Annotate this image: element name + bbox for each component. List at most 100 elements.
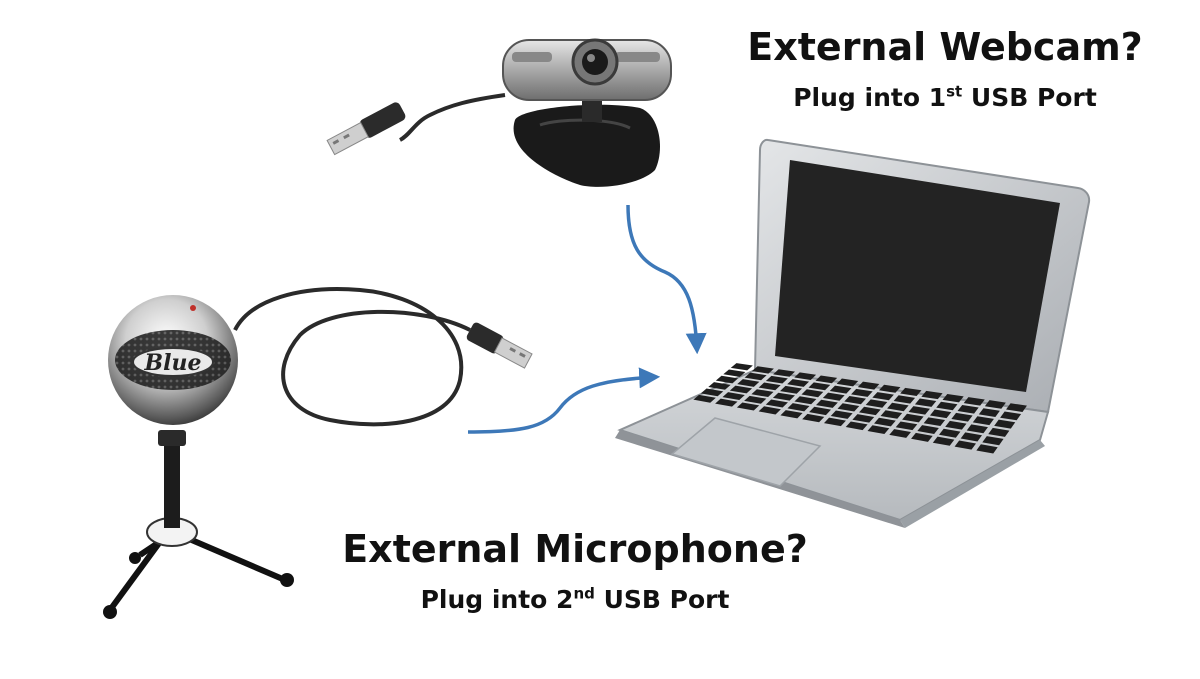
keyboard-key bbox=[744, 372, 767, 381]
keyboard-key bbox=[693, 394, 716, 403]
keyboard-key bbox=[758, 382, 781, 391]
keyboard-key bbox=[787, 379, 810, 387]
keyboard-key bbox=[700, 388, 724, 397]
keyboard-key bbox=[908, 406, 930, 415]
keyboard-key bbox=[823, 417, 846, 427]
keyboard-key bbox=[729, 385, 753, 394]
mic-instruction-prefix: Plug into 2 bbox=[420, 585, 574, 614]
keyboard-key bbox=[895, 421, 918, 431]
keyboard bbox=[693, 363, 1027, 454]
keyboard-key bbox=[1006, 403, 1027, 412]
keyboard-key bbox=[963, 397, 985, 406]
keyboard-key bbox=[932, 436, 955, 446]
keyboard-key bbox=[808, 382, 831, 391]
keyboard-key bbox=[921, 390, 943, 400]
keyboard-key bbox=[936, 401, 958, 411]
keyboard-key bbox=[751, 389, 774, 398]
keyboard-key bbox=[914, 398, 937, 407]
keyboard-key bbox=[801, 389, 824, 398]
keyboard-key bbox=[794, 372, 817, 381]
keyboard-key bbox=[802, 413, 825, 423]
keyboard-key bbox=[865, 399, 888, 408]
webcam-icon bbox=[326, 38, 672, 187]
keyboard-key bbox=[723, 369, 746, 377]
keyboard-key bbox=[852, 414, 875, 423]
webcam-label: External Webcam? Plug into 1st USB Port bbox=[740, 22, 1150, 118]
keyboard-key bbox=[889, 429, 911, 438]
webcam-instruction-prefix: Plug into 1 bbox=[793, 83, 947, 112]
keyboard-key bbox=[780, 385, 803, 394]
laptop-icon bbox=[615, 138, 1091, 528]
webcam-instruction-ordinal: st bbox=[946, 82, 963, 101]
arrow-icon bbox=[467, 367, 661, 434]
keyboard-key bbox=[867, 425, 890, 435]
keyboard-key bbox=[917, 425, 939, 434]
mic-label: External Microphone? Plug into 2nd USB P… bbox=[330, 524, 820, 620]
keyboard-key bbox=[815, 375, 838, 384]
keyboard-key bbox=[751, 366, 774, 374]
keyboard-key bbox=[857, 381, 880, 390]
keyboard-key bbox=[780, 410, 803, 419]
keyboard-key bbox=[765, 375, 788, 384]
keyboard-key bbox=[830, 410, 853, 419]
keyboard-key bbox=[951, 412, 973, 422]
keyboard-key bbox=[976, 444, 998, 454]
arrow-icon bbox=[626, 204, 707, 355]
keyboard-key bbox=[988, 427, 1010, 437]
webcam-title: External Webcam? bbox=[747, 25, 1143, 69]
keyboard-key bbox=[837, 403, 860, 412]
keyboard-key bbox=[715, 375, 739, 384]
keyboard-key bbox=[794, 396, 817, 405]
keyboard-key bbox=[939, 428, 961, 438]
brand-logo: Blue bbox=[144, 350, 202, 376]
keyboard-key bbox=[736, 402, 760, 411]
keyboard-key bbox=[954, 440, 977, 450]
keyboard-key bbox=[966, 424, 988, 434]
mic-instruction: Plug into 2nd USB Port bbox=[330, 580, 820, 620]
keyboard-key bbox=[829, 385, 852, 394]
keyboard-key bbox=[872, 392, 894, 401]
mic-instruction-ordinal: nd bbox=[573, 584, 595, 603]
keyboard-key bbox=[730, 363, 753, 371]
keyboard-key bbox=[945, 420, 967, 430]
keyboard-key bbox=[900, 387, 922, 396]
keyboard-key bbox=[994, 419, 1016, 429]
keyboard-key bbox=[772, 392, 795, 401]
keyboard-key bbox=[972, 416, 994, 426]
mic-title: External Microphone? bbox=[342, 527, 808, 571]
keyboard-key bbox=[902, 413, 924, 423]
usb-plug-icon bbox=[466, 322, 533, 369]
keyboard-key bbox=[984, 400, 1006, 409]
keyboard-key bbox=[744, 395, 767, 404]
keyboard-key bbox=[708, 382, 731, 390]
keyboard-key bbox=[822, 392, 845, 401]
keyboard-key bbox=[982, 436, 1004, 446]
keyboard-key bbox=[880, 410, 903, 419]
keyboard-key bbox=[815, 399, 838, 408]
keyboard-key bbox=[978, 408, 1000, 417]
keyboard-key bbox=[809, 406, 832, 416]
keyboard-key bbox=[758, 406, 781, 415]
keyboard-key bbox=[960, 432, 982, 442]
keyboard-key bbox=[851, 388, 873, 397]
keyboard-key bbox=[1000, 411, 1022, 421]
microphone-icon: Blue bbox=[103, 287, 533, 619]
keyboard-key bbox=[765, 399, 788, 408]
keyboard-key bbox=[737, 379, 760, 387]
keyboard-key bbox=[773, 369, 795, 377]
keyboard-key bbox=[787, 403, 810, 412]
keyboard-key bbox=[893, 395, 916, 404]
keyboard-key bbox=[722, 392, 745, 401]
keyboard-key bbox=[942, 393, 964, 403]
webcam-instruction: Plug into 1st USB Port bbox=[740, 78, 1150, 118]
keyboard-key bbox=[911, 432, 933, 442]
keyboard-key bbox=[715, 398, 738, 407]
keyboard-key bbox=[957, 405, 979, 414]
keyboard-key bbox=[887, 402, 909, 412]
keyboard-key bbox=[929, 409, 952, 419]
mic-instruction-suffix: USB Port bbox=[594, 585, 730, 614]
keyboard-key bbox=[923, 417, 946, 427]
keyboard-key bbox=[874, 417, 896, 427]
